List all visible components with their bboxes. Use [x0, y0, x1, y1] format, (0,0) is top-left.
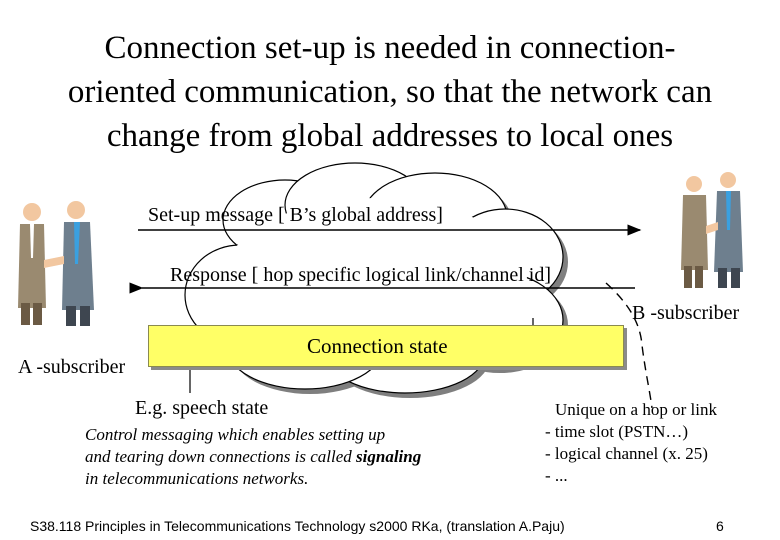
handshake-figures-left-icon [12, 198, 108, 328]
unique-note-line-3: - logical channel (x. 25) [545, 443, 717, 465]
unique-note-line-4: - ... [545, 465, 717, 487]
footer-course: S38.118 Principles in Telecommunications… [30, 518, 565, 534]
handshake-figures-right-icon [678, 170, 748, 290]
b-subscriber-label: B -subscriber [632, 302, 739, 325]
unique-note-line-1: Unique on a hop or link [545, 399, 717, 421]
connection-state-label: Connection state [307, 334, 448, 359]
page-number: 6 [716, 518, 724, 534]
state-example-label: E.g. speech state [135, 397, 268, 420]
signaling-term: signaling [356, 447, 421, 466]
signaling-note-line-2-text: and tearing down connections is called [85, 447, 356, 466]
signaling-note-line-2: and tearing down connections is called s… [85, 446, 421, 468]
signaling-note-line-1: Control messaging which enables setting … [85, 424, 421, 446]
unique-note-line-2: - time slot (PSTN…) [545, 421, 717, 443]
signaling-note-line-3: in telecommunications networks. [85, 468, 421, 490]
response-message-label: Response [ hop specific logical link/cha… [170, 264, 551, 287]
a-subscriber-label: A -subscriber [18, 356, 125, 379]
unique-note: Unique on a hop or link - time slot (PST… [545, 399, 717, 487]
setup-message-label: Set-up message [ B’s global address] [148, 204, 443, 227]
signaling-note: Control messaging which enables setting … [85, 424, 421, 490]
